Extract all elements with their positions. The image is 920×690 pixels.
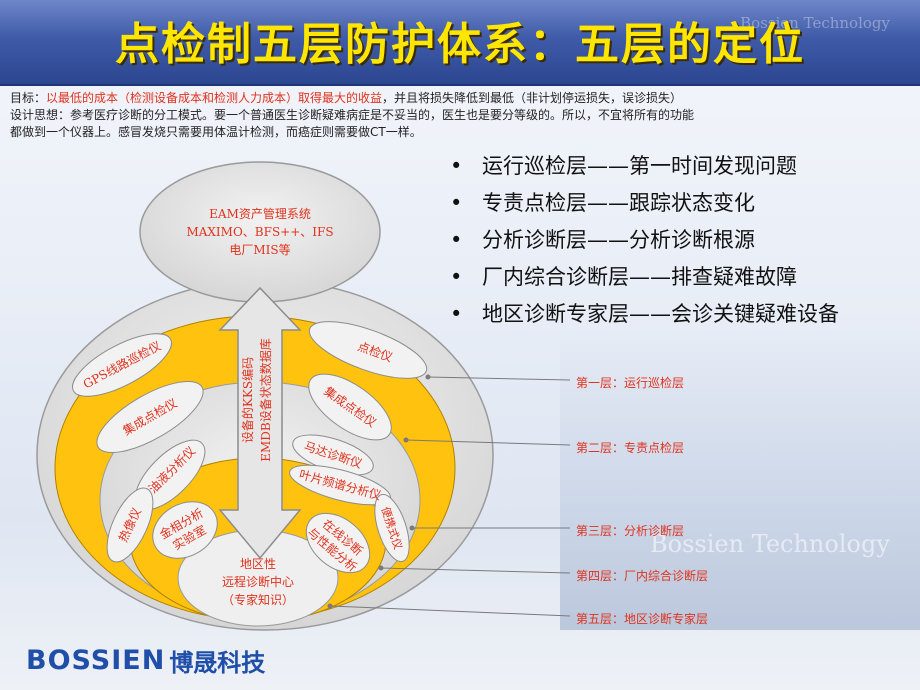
layer2-connector-dot — [403, 437, 409, 443]
pill-portable — [374, 493, 410, 563]
design-line-1: 设计思想：参考医疗诊断的分工模式。要一个普通医生诊断疑难病症是不妥当的，医生也是… — [10, 108, 695, 122]
design-line-2: 都做到一个仪器上。感冒发烧只需要用体温计检测，而癌症则需要做CT一样。 — [10, 125, 422, 139]
bullet-item: •专责点检层——跟踪状态变化 — [450, 191, 755, 215]
eam-line-2: MAXIMO、BFS++、IFS — [186, 225, 333, 239]
bossien-logo: BOSSIEN 博晟科技 — [26, 642, 265, 678]
background-watermark: Bossien Technology — [650, 530, 890, 558]
center-line-1: 地区性 — [240, 557, 276, 571]
bullet-text: 厂内综合诊断层——排查疑难故障 — [482, 265, 797, 289]
pill-thermal — [106, 487, 154, 563]
layer4-label: 第四层：厂内综合诊断层 — [576, 569, 709, 583]
goal-highlight: 以最低的成本（检测设备成本和检测人力成本）取得最大的收益 — [46, 91, 383, 105]
goal-label: 目标： — [10, 91, 47, 105]
title-watermark: Bossien Technology — [740, 14, 890, 32]
pill-metal — [152, 501, 218, 559]
data-arrow — [218, 286, 302, 560]
layer2-connector — [405, 439, 571, 446]
layer5-label: 第五层：地区诊断专家层 — [576, 612, 709, 626]
pill-gps — [72, 333, 172, 397]
layer5-connector-dot — [327, 603, 333, 609]
center-line-3: （专家知识） — [222, 592, 294, 607]
goal-line: 目标：以最低的成本（检测设备成本和检测人力成本）取得最大的收益，并且将损失降低到… — [10, 90, 910, 107]
layer5-connector — [329, 605, 571, 617]
pill-spot-check — [308, 321, 428, 379]
layer4-connector-dot — [378, 565, 384, 571]
arrow-text-emdb: EMDB设备状态数据库 — [258, 338, 273, 462]
intro-text: 目标：以最低的成本（检测设备成本和检测人力成本）取得最大的收益，并且将损失降低到… — [10, 90, 910, 141]
title-bar: Bossien Technology 点检制五层防护体系：五层的定位 — [0, 0, 920, 86]
bullet-item: •地区诊断专家层——会诊关键疑难设备 — [450, 302, 839, 326]
logo-chinese: 博晟科技 — [169, 648, 266, 677]
layer1-connector — [427, 376, 571, 381]
layer3-label: 第三层：分析诊断层 — [576, 524, 685, 538]
layer1-label: 第一层：运行巡检层 — [576, 376, 685, 390]
bullet-text: 专责点检层——跟踪状态变化 — [482, 191, 755, 215]
background-plant-photo — [560, 330, 920, 630]
bullet-text: 运行巡检层——第一时间发现问题 — [482, 154, 797, 178]
bullet-text: 地区诊断专家层——会诊关键疑难设备 — [482, 302, 839, 326]
pill-online — [305, 512, 371, 574]
bullet-item: •厂内综合诊断层——排查疑难故障 — [450, 265, 797, 289]
bullet-item: •分析诊断层——分析诊断根源 — [450, 228, 755, 252]
goal-rest: ，并且将损失降低到最低（非计划停运损失，误诊损失） — [382, 91, 683, 105]
page-title: 点检制五层防护体系：五层的定位 — [115, 19, 805, 70]
eam-line-3: 电厂MIS等 — [229, 243, 290, 257]
layer1-connector-dot — [425, 374, 431, 380]
layer-bullet-list: •运行巡检层——第一时间发现问题 •专责点检层——跟踪状态变化 •分析诊断层——… — [450, 148, 920, 333]
arrow-text-kks: 设备的KKS编码 — [240, 357, 255, 443]
layer3-connector-dot — [409, 525, 415, 531]
center-line-2: 远程诊断中心 — [222, 574, 294, 589]
bullet-text: 分析诊断层——分析诊断根源 — [482, 228, 755, 252]
pill-integrated-left — [96, 380, 204, 454]
layer4-connector — [380, 567, 571, 574]
pill-integrated-right — [308, 373, 392, 441]
logo-english: BOSSIEN — [26, 644, 166, 676]
layer2-label: 第二层：专责点检层 — [576, 441, 685, 455]
bullet-item: •运行巡检层——第一时间发现问题 — [450, 154, 797, 178]
eam-line-1: EAM资产管理系统 — [209, 206, 311, 221]
